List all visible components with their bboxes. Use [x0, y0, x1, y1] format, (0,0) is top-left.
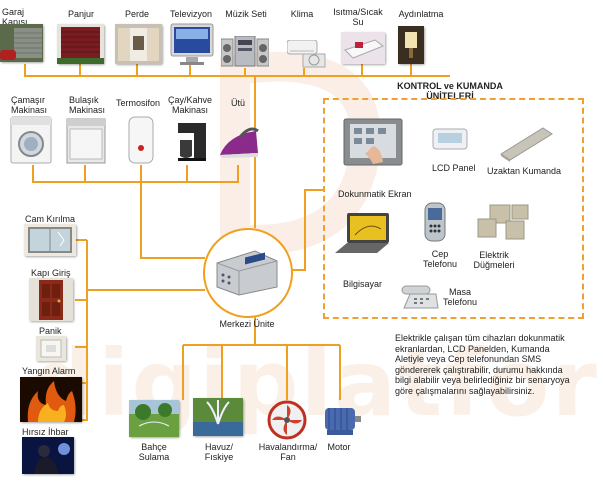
fire-label: Yangın Alarm: [22, 366, 76, 376]
laptop-icon[interactable]: [333, 211, 393, 259]
electric-switch-label: Elektrik Düğmeleri: [473, 250, 515, 270]
curtain-label: Perde: [124, 9, 150, 19]
glass-label: Cam Kırılma: [25, 214, 76, 224]
water-heater-icon: [128, 116, 154, 164]
fountain-label: Havuz/ Fıskiye: [204, 442, 234, 462]
dishwasher-icon: [66, 118, 106, 164]
panic-label: Panik: [39, 326, 62, 336]
motor-label: Motor: [327, 442, 351, 452]
remote-label: Uzaktan Kumanda: [487, 166, 562, 176]
control-units-box: [323, 98, 584, 319]
dishwasher-label: Bulaşık Makinası: [69, 95, 106, 115]
garden-label: Bahçe Sulama: [138, 442, 170, 462]
shutter-icon: [57, 24, 104, 64]
touchscreen-icon[interactable]: [343, 118, 403, 166]
heating-label: Isıtma/Sıcak Su: [333, 7, 383, 27]
music-system-icon: [220, 35, 270, 68]
fire-icon: [20, 377, 82, 422]
desk-phone-label: Masa Telefonu: [442, 287, 478, 307]
burglar-label: Hırsız İhbar: [22, 427, 69, 437]
watermark: digiplatform: [30, 330, 603, 437]
window-break-icon: [24, 224, 76, 256]
shutter-label: Panjur: [67, 9, 94, 19]
ac-label: Klima: [290, 9, 314, 19]
music-label: Müzik Seti: [225, 9, 267, 19]
mobile-phone-label: Cep Telefonu: [422, 249, 458, 269]
central-unit-label: Merkezi Ünite: [219, 319, 275, 329]
iron-icon: [218, 123, 260, 159]
curtain-icon: [115, 24, 162, 64]
description-text: Elektrikle çalışan tüm cihazları dokunma…: [395, 333, 570, 396]
motor-icon: [319, 400, 363, 438]
coffee-maker-icon: [176, 122, 208, 162]
fan-icon: [267, 400, 307, 440]
fan-label: Havalandırma/ Fan: [258, 442, 318, 462]
desk-phone-icon[interactable]: [400, 280, 440, 310]
tv-icon: [170, 22, 214, 66]
burglar-icon: [22, 437, 74, 474]
lighting-label: Aydınlatma: [398, 9, 444, 19]
central-unit-icon: [215, 247, 279, 297]
washing-machine-icon: [10, 116, 52, 164]
heater-icon: [341, 32, 385, 64]
door-icon: [29, 278, 73, 321]
garage-door-icon: [0, 24, 43, 62]
laptop-label: Bilgisayar: [343, 279, 383, 289]
iron-label: Ütü: [231, 98, 246, 108]
control-units-title: KONTROL ve KUMANDA ÜNİTELERİ: [397, 81, 503, 101]
garage-label: Garaj Kapısı: [2, 7, 28, 27]
air-conditioner-icon: [286, 39, 327, 68]
washer-label: Çamaşır Makinası: [11, 95, 48, 115]
door-label: Kapı Giriş: [31, 268, 71, 278]
mobile-phone-icon[interactable]: [424, 202, 446, 242]
coffee-label: Çay/Kahve Makinası: [167, 95, 213, 115]
garden-sprinkler-icon: [129, 400, 179, 437]
lcd-panel-icon[interactable]: [432, 128, 468, 150]
lcd-panel-label: LCD Panel: [432, 163, 476, 173]
boiler-label: Termosifon: [116, 98, 161, 108]
remote-control-icon[interactable]: [499, 124, 554, 162]
touchscreen-label: Dokunmatik Ekran: [338, 189, 412, 199]
fountain-icon: [193, 398, 243, 436]
panic-button-icon: [36, 336, 66, 361]
electric-switch-icon[interactable]: [476, 203, 532, 249]
lamp-icon: [398, 26, 424, 64]
tv-label: Televizyon: [169, 9, 213, 19]
